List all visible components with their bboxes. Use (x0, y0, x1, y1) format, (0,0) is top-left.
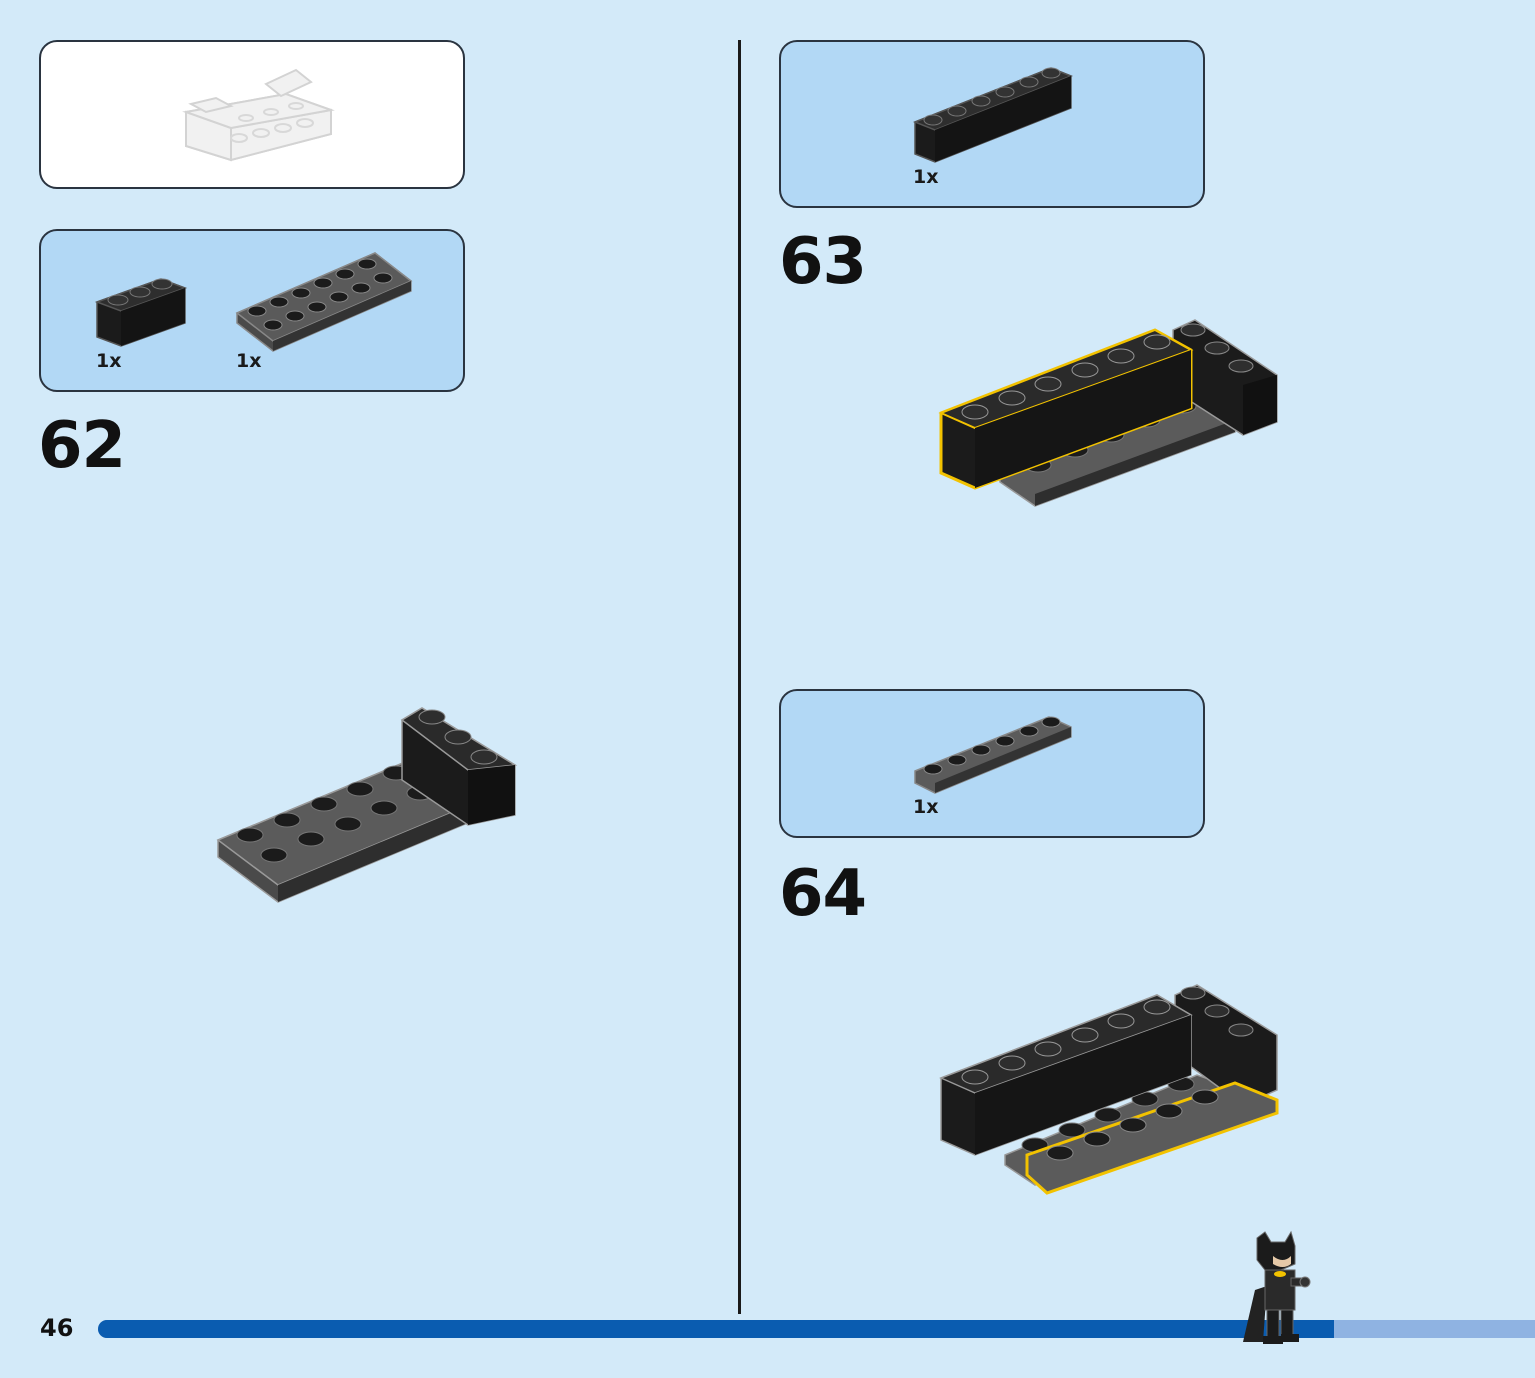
progress-bar-fill (98, 1320, 1334, 1338)
step-63-parts-box: 1x (779, 40, 1205, 208)
page-number: 46 (40, 1314, 74, 1342)
step-64-parts-box: 1x (779, 689, 1205, 838)
minifigure-icon (1243, 1230, 1311, 1344)
step-64-part-1-qty: 1x (913, 796, 939, 818)
progress-bar (98, 1320, 1535, 1338)
step-62-parts-box: 1x 1x (39, 229, 465, 392)
step-63-assembly (938, 319, 1278, 507)
step-63-number: 63 (779, 225, 867, 299)
plate-1x6-icon (914, 716, 1072, 794)
step-64-assembly (939, 984, 1279, 1195)
step-63-part-1-qty: 1x (913, 166, 939, 188)
brick-1x3-icon (94, 278, 188, 347)
step-64-number: 64 (779, 857, 867, 931)
step-62-part-2-qty: 1x (236, 350, 262, 372)
context-model-box (39, 40, 465, 189)
step-62-number: 62 (38, 409, 126, 483)
column-divider (738, 40, 741, 1314)
plate-2x6-icon (235, 252, 413, 352)
step-62-assembly (216, 707, 518, 903)
brick-1x6-icon (912, 67, 1074, 163)
step-62-part-1-qty: 1x (96, 350, 122, 372)
context-model-icon (182, 68, 335, 162)
